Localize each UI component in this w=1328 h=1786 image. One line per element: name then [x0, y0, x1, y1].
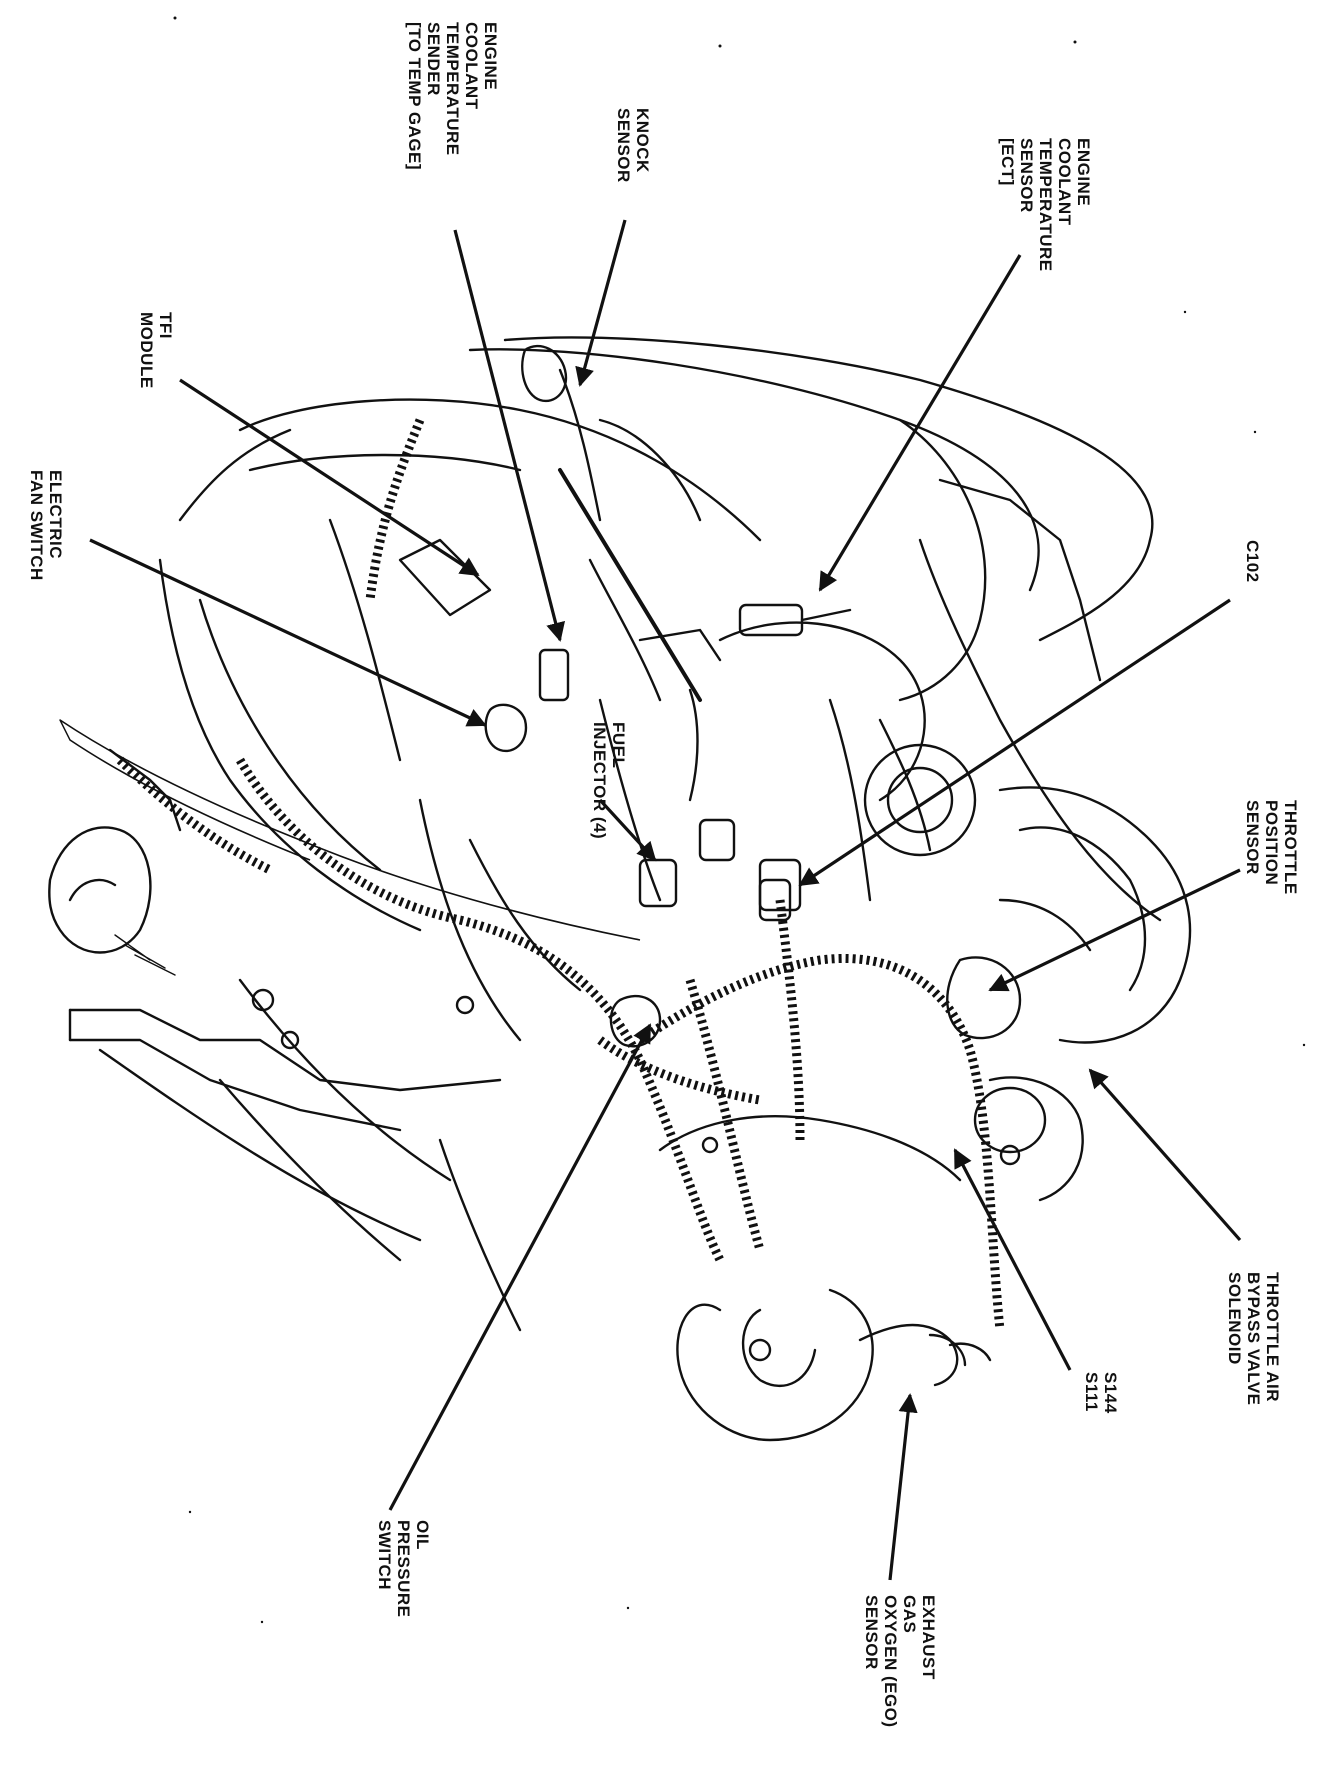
label-knock-sensor: KNOCK SENSOR	[614, 108, 652, 183]
arrow-fuel-injector	[598, 798, 657, 862]
callout-arrows	[89, 219, 1242, 1581]
arrow-oil-pressure-switch	[388, 1023, 652, 1511]
label-fuel-injector: FUEL INJECTOR (4)	[590, 722, 628, 840]
label-electric-fan-switch: ELECTRIC FAN SWITCH	[27, 470, 65, 581]
label-engine-coolant-temperature-sender: ENGINE COOLANT TEMPERATURE SENDER [TO TE…	[405, 22, 500, 171]
engine-illustration	[48, 336, 1192, 1442]
arrow-ego-sensor	[888, 1393, 918, 1581]
arrow-splices	[953, 1148, 1072, 1371]
label-exhaust-gas-oxygen-ego-sensor: EXHAUST GAS OXYGEN (EGO) SENSOR	[862, 1595, 938, 1728]
arrow-c102	[798, 598, 1231, 887]
arrow-throttle-position-sensor	[988, 868, 1241, 992]
label-c102: C102	[1243, 540, 1262, 583]
arrow-engine-coolant-sender	[453, 229, 566, 642]
label-engine-coolant-temperature-sensor-ect: ENGINE COOLANT TEMPERATURE SENSOR [ECT]	[998, 138, 1093, 272]
arrow-knock-sensor	[575, 219, 627, 387]
label-throttle-position-sensor: THROTTLE POSITION SENSOR	[1243, 800, 1300, 895]
label-splices-s144-s111: S144 S111	[1082, 1372, 1120, 1414]
label-tfi-module: TFI MODULE	[137, 312, 175, 389]
wiring-harness	[59, 418, 1005, 1331]
scan-specks	[173, 16, 1306, 1624]
label-throttle-air-bypass-valve-solenoid: THROTTLE AIR BYPASS VALVE SOLENOID	[1225, 1272, 1282, 1406]
arrow-electric-fan-switch	[89, 538, 487, 727]
arrow-tfi-module	[179, 378, 480, 577]
label-oil-pressure-switch: OIL PRESSURE SWITCH	[375, 1520, 432, 1618]
arrow-ect-sensor	[818, 254, 1022, 592]
arrow-throttle-air-bypass	[1088, 1068, 1242, 1242]
